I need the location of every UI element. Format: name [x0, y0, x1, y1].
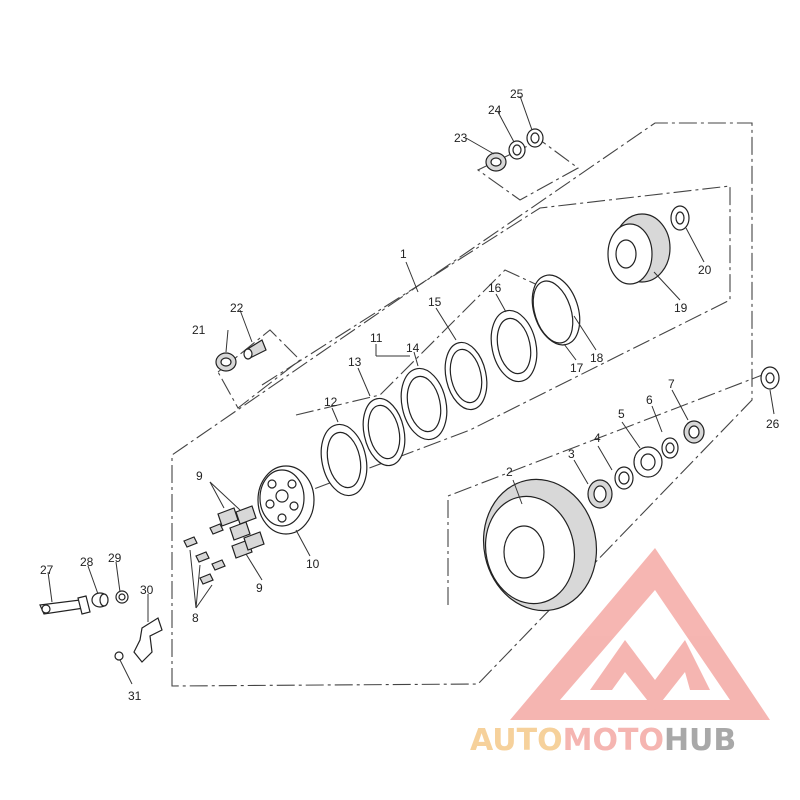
callout-31: 31 [128, 689, 142, 703]
callout-9-lower: 9 [256, 581, 263, 595]
part-27-pushrod [39, 595, 91, 615]
callout-8: 8 [192, 611, 199, 625]
watermark-logo: AUTOMOTOHUB [470, 548, 770, 758]
part-10-pressure-plate [257, 465, 315, 535]
callout-7: 7 [668, 377, 675, 391]
callout-21: 21 [192, 323, 206, 337]
watermark-part-auto: AUTO [470, 723, 563, 758]
watermark-text: AUTOMOTOHUB [470, 723, 736, 758]
callout-26: 26 [766, 417, 780, 431]
part-4-spacer [614, 466, 634, 490]
callout-6: 6 [646, 393, 653, 407]
part-19-clutch-boss [607, 213, 671, 285]
callout-19: 19 [674, 301, 688, 315]
part-8-bolts [183, 523, 226, 585]
callout-2: 2 [506, 465, 513, 479]
part-31-bolt [114, 651, 124, 661]
callout-17: 17 [570, 361, 584, 375]
part-21-bearing [215, 352, 237, 372]
part-2-clutch-housing [482, 478, 598, 612]
callout-12: 12 [324, 395, 338, 409]
callout-16: 16 [488, 281, 502, 295]
callout-5: 5 [618, 407, 625, 421]
callout-11: 11 [370, 331, 383, 345]
callout-30: 30 [140, 583, 154, 597]
callout-numbers: 1 2 3 4 5 6 7 8 9 9 10 11 12 13 14 15 16… [40, 87, 780, 703]
part-26-washer [760, 366, 780, 390]
callout-20: 20 [698, 263, 712, 277]
part-9-springs [217, 505, 265, 559]
callout-13: 13 [348, 355, 362, 369]
clutch-plates [320, 309, 538, 497]
part-20-washer [670, 205, 690, 231]
callout-22: 22 [230, 301, 244, 315]
callout-25: 25 [510, 87, 524, 101]
callout-4: 4 [594, 431, 601, 445]
callout-27: 27 [40, 563, 54, 577]
watermark-part-hub: HUB [664, 723, 736, 758]
part-24-washer [508, 140, 526, 160]
part-22-pushrod-end [243, 339, 267, 360]
part-30-bracket [133, 617, 163, 663]
leader-lines [47, 95, 775, 685]
part-17-18-rings [531, 274, 581, 346]
callout-14: 14 [406, 341, 420, 355]
part-7-bearing [683, 420, 705, 444]
watermark-inner-chevron-icon [590, 640, 710, 710]
callout-10: 10 [306, 557, 320, 571]
part-29-washer [115, 590, 129, 604]
part-23-nut [485, 152, 507, 172]
callout-15: 15 [428, 295, 442, 309]
watermark-part-moto: MOTO [563, 723, 664, 758]
callout-23: 23 [454, 131, 468, 145]
callout-9-upper: 9 [196, 469, 203, 483]
callout-1: 1 [400, 247, 407, 261]
part-5-plate [633, 446, 663, 478]
part-3-bearing [587, 479, 613, 509]
callout-24: 24 [488, 103, 502, 117]
callout-18: 18 [590, 351, 604, 365]
part-25-washer [526, 128, 544, 148]
part-6-washer [661, 437, 679, 459]
part-28-bushing [91, 592, 109, 608]
callout-3: 3 [568, 447, 575, 461]
watermark-triangle-icon [510, 548, 770, 720]
callout-29: 29 [108, 551, 122, 565]
callout-28: 28 [80, 555, 94, 569]
